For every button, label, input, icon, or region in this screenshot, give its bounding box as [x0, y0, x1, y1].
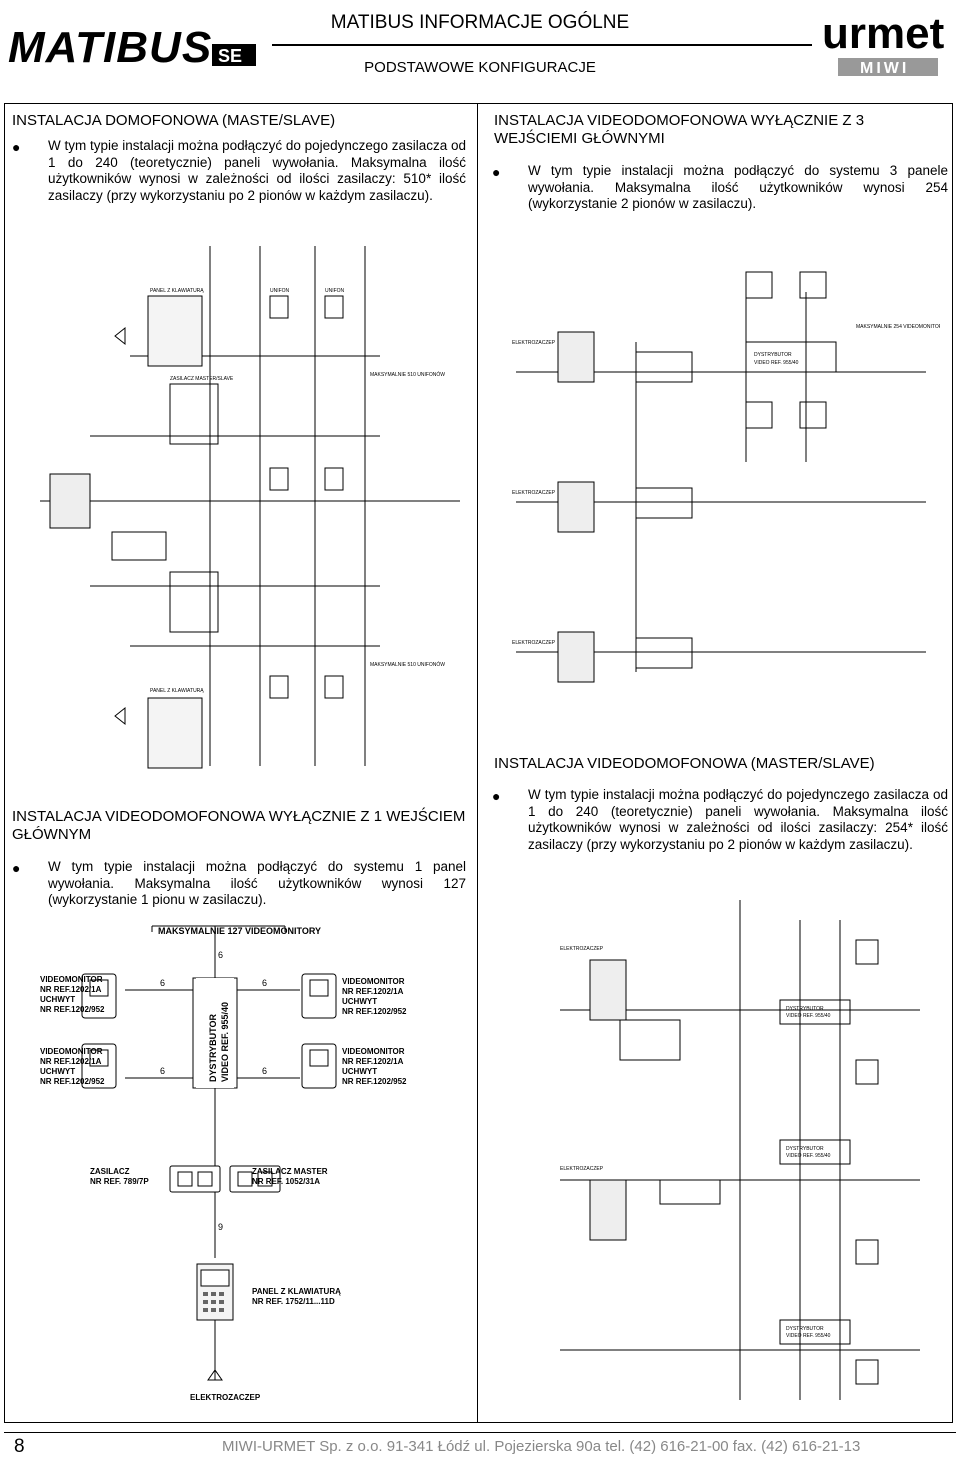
urmet-logo-sub: MIWI: [860, 60, 909, 77]
column-divider: [477, 103, 478, 1423]
brand-suffix: SE: [218, 46, 242, 66]
svg-text:UNIFON: UNIFON: [325, 288, 345, 294]
svg-text:DYSTRYBUTOR: DYSTRYBUTOR: [786, 1146, 824, 1152]
section-3-text: W tym typie instalacji można podłączyć d…: [48, 859, 466, 907]
svg-text:VIDEOMONITOR: VIDEOMONITOR: [40, 975, 103, 984]
svg-text:ZASILACZ MASTER/SLAVE: ZASILACZ MASTER/SLAVE: [170, 376, 234, 382]
psu-right-label-1: ZASILACZ MASTER: [252, 1167, 328, 1176]
header-divider: [272, 44, 812, 46]
section-2-heading: INSTALACJA VIDEODOMOFONOWA WYŁĄCZNIE Z 3…: [494, 112, 865, 147]
content-frame: [4, 103, 953, 1423]
bullet-icon: ●: [12, 860, 21, 876]
page-title: MATIBUS INFORMACJE OGÓLNE: [330, 12, 630, 33]
svg-text:DYSTRYBUTOR: DYSTRYBUTOR: [786, 1326, 824, 1332]
svg-text:NR REF.1202/1A: NR REF.1202/1A: [40, 985, 102, 994]
svg-text:6: 6: [262, 978, 267, 988]
section-2-text: W tym typie instalacji można podłączyć d…: [528, 163, 948, 211]
section-1-heading: INSTALACJA DOMOFONOWA (MASTE/SLAVE): [12, 112, 336, 129]
panel-label-2: NR REF. 1752/11...11D: [252, 1297, 335, 1306]
svg-text:VIDEO REF. 955/40: VIDEO REF. 955/40: [786, 1013, 831, 1019]
footer-company: MIWI-URMET Sp. z o.o. 91-341 Łódź ul. Po…: [222, 1438, 861, 1455]
svg-text:VIDEOMONITOR: VIDEOMONITOR: [40, 1047, 103, 1056]
footer-divider: [4, 1432, 956, 1433]
svg-text:NR REF.1202/952: NR REF.1202/952: [342, 1077, 407, 1086]
svg-text:VIDEOMONITOR: VIDEOMONITOR: [342, 977, 405, 986]
vm-label-top-right: VIDEOMONITOR NR REF.1202/1A UCHWYT NR RE…: [342, 977, 407, 1016]
svg-text:6: 6: [218, 950, 223, 960]
psu-left-label-1: ZASILACZ: [90, 1167, 130, 1176]
svg-text:VIDEO REF. 955/40: VIDEO REF. 955/40: [786, 1153, 831, 1159]
urmet-logo-main: urmet: [822, 9, 945, 58]
vm-label-bottom-right: VIDEOMONITOR NR REF.1202/1A UCHWYT NR RE…: [342, 1047, 407, 1086]
svg-text:MAKSYMALNIE 510 UNIFONÓW: MAKSYMALNIE 510 UNIFONÓW: [370, 661, 445, 668]
vm-label-top-left: VIDEOMONITOR NR REF.1202/1A UCHWYT NR RE…: [40, 975, 105, 1014]
section-4-heading: INSTALACJA VIDEODOMOFONOWA (MASTER/SLAVE…: [494, 755, 875, 772]
svg-text:UCHWYT: UCHWYT: [342, 997, 377, 1006]
section-1-text: W tym typie instalacji można podłączyć d…: [48, 138, 466, 203]
section-3-heading: INSTALACJA VIDEODOMOFONOWA WYŁĄCZNIE Z 1…: [12, 808, 466, 843]
svg-text:ELEKTROZACZEP: ELEKTROZACZEP: [512, 490, 556, 496]
psu-left-label-2: NR REF. 789/7P: [90, 1177, 149, 1186]
diagram-intercom-master-slave: PANEL Z KLAWIATURĄ PANEL Z KLAWIATURĄ UN…: [40, 246, 460, 769]
svg-text:MAKSYMALNIE 510 UNIFONÓW: MAKSYMALNIE 510 UNIFONÓW: [370, 371, 445, 378]
svg-text:PANEL Z KLAWIATURĄ: PANEL Z KLAWIATURĄ: [150, 688, 204, 694]
panel-label-1: PANEL Z KLAWIATURĄ: [252, 1287, 341, 1296]
lock-label: ELEKTROZACZEP: [190, 1393, 261, 1402]
svg-text:ELEKTROZACZEP: ELEKTROZACZEP: [512, 640, 556, 646]
svg-text:VIDEO REF. 955/40: VIDEO REF. 955/40: [786, 1333, 831, 1339]
svg-text:UCHWYT: UCHWYT: [40, 995, 75, 1004]
svg-text:NR REF.1202/952: NR REF.1202/952: [40, 1005, 105, 1014]
svg-text:NR REF.1202/952: NR REF.1202/952: [342, 1007, 407, 1016]
svg-text:9: 9: [218, 1222, 223, 1232]
page-subtitle: PODSTAWOWE KONFIGURACJE: [364, 59, 596, 76]
matibus-logo: MATIBUS SE: [8, 23, 256, 70]
svg-text:6: 6: [160, 1066, 165, 1076]
bullet-icon: ●: [492, 164, 501, 180]
brand-main: MATIBUS: [8, 23, 212, 70]
psu-right-label-2: NR REF. 1052/31A: [252, 1177, 320, 1186]
svg-text:NR REF.1202/1A: NR REF.1202/1A: [342, 987, 404, 996]
svg-text:ELEKTROZACZEP: ELEKTROZACZEP: [560, 1166, 604, 1172]
distributor-line2: VIDEO REF. 955/40: [220, 1002, 230, 1082]
svg-text:DYSTRYBUTOR: DYSTRYBUTOR: [786, 1006, 824, 1012]
vm-label-bottom-left: VIDEOMONITOR NR REF.1202/1A UCHWYT NR RE…: [40, 1047, 105, 1086]
svg-text:NR REF.1202/1A: NR REF.1202/1A: [40, 1057, 102, 1066]
svg-text:ELEKTROZACZEP: ELEKTROZACZEP: [560, 946, 604, 952]
diagram-video-master-slave: DYSTRYBUTOR VIDEO REF. 955/40 DYSTRYBUTO…: [560, 900, 920, 1400]
svg-text:DYSTRYBUTOR: DYSTRYBUTOR: [754, 352, 792, 358]
svg-text:ELEKTROZACZEP: ELEKTROZACZEP: [512, 340, 556, 346]
svg-text:6: 6: [160, 978, 165, 988]
svg-text:UNIFON: UNIFON: [270, 288, 290, 294]
diagram-video-1-entrance: DYSTRYBUTOR VIDEO REF. 955/40 MAKSYMALNI…: [40, 925, 407, 1402]
section-4-text: W tym typie instalacji można podłączyć d…: [528, 787, 948, 852]
max-label: MAKSYMALNIE 127 VIDEOMONITORY: [158, 926, 321, 936]
svg-text:VIDEO REF. 955/40: VIDEO REF. 955/40: [754, 360, 799, 366]
bullet-icon: ●: [12, 139, 21, 155]
bullet-icon: ●: [492, 788, 501, 804]
svg-text:UCHWYT: UCHWYT: [40, 1067, 75, 1076]
svg-text:VIDEOMONITOR: VIDEOMONITOR: [342, 1047, 405, 1056]
svg-text:PANEL Z KLAWIATURĄ: PANEL Z KLAWIATURĄ: [150, 288, 204, 294]
svg-text:UCHWYT: UCHWYT: [342, 1067, 377, 1076]
svg-text:MAKSYMALNIE 254 VIDEOMONITORY: MAKSYMALNIE 254 VIDEOMONITORY: [856, 324, 940, 330]
svg-text:NR REF.1202/1A: NR REF.1202/1A: [342, 1057, 404, 1066]
distributor-line1: DYSTRYBUTOR: [208, 1013, 218, 1082]
svg-text:NR REF.1202/952: NR REF.1202/952: [40, 1077, 105, 1086]
svg-text:6: 6: [262, 1066, 267, 1076]
urmet-logo: urmet MIWI: [822, 9, 945, 77]
diagram-video-3-entrances: DYSTRYBUTOR VIDEO REF. 955/40 ELEKTROZAC…: [512, 271, 940, 683]
page-number: 8: [14, 1436, 25, 1457]
